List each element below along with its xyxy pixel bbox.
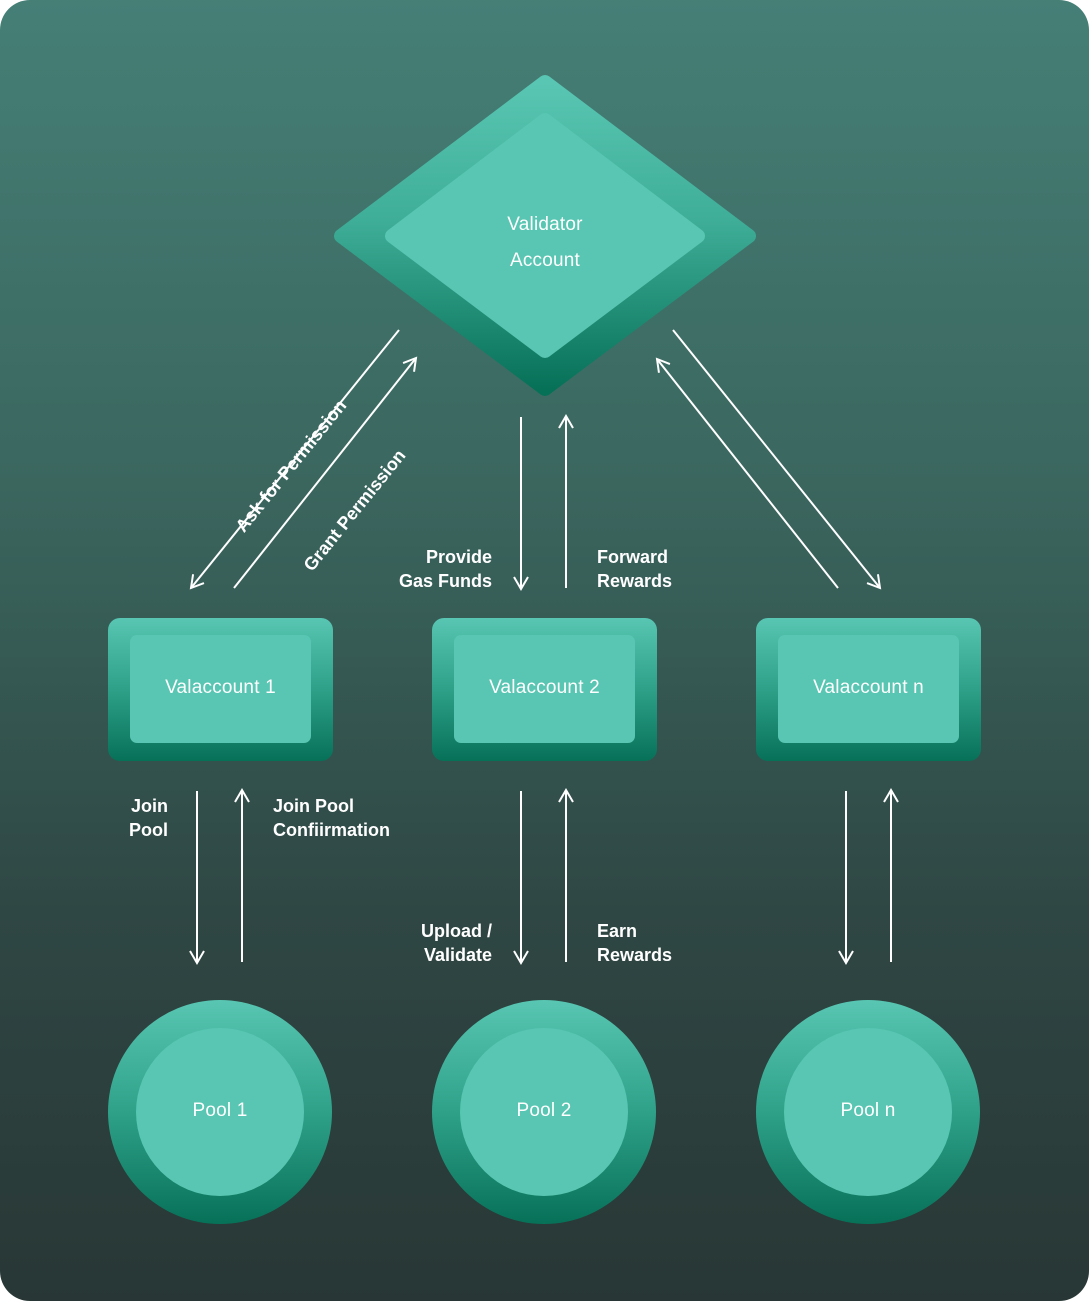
valaccount-n-label: Valaccount n: [813, 677, 924, 698]
provide-gas-label: Provide Gas Funds: [372, 545, 492, 593]
valaccount-2-label: Valaccount 2: [489, 677, 600, 698]
grant-permission-arrow: [233, 356, 418, 589]
pool-n-label: Pool n: [840, 1100, 896, 1121]
validator-account-label: Validator Account: [445, 207, 645, 279]
earn-rewards-line2: Rewards: [597, 945, 673, 965]
validator-label-line1: Validator: [507, 214, 583, 235]
valaccount-n-down-arrow: [672, 329, 882, 590]
join-pool-confirmation-label: Join Pool Confiirmation: [273, 794, 390, 842]
upload-validate-line2: Validate: [423, 945, 492, 965]
earn-rewards-label: Earn Rewards: [597, 919, 672, 967]
pool-2-circle: [432, 1000, 656, 1224]
join-pool-line2: Pool: [129, 820, 168, 840]
pool-1-circle: [108, 1000, 332, 1224]
validator-account-node: [334, 75, 756, 396]
join-pool-label: Join Pool: [88, 794, 168, 842]
join-pool-line1: Join: [130, 796, 168, 816]
join-pool-confirmation-line2: Confiirmation: [273, 820, 390, 840]
upload-validate-line1: Upload /: [421, 921, 492, 941]
valaccount-2-box: [432, 618, 657, 761]
valaccount-1-label: Valaccount 1: [165, 677, 276, 698]
valaccount-n-up-arrow: [655, 357, 839, 589]
forward-rewards-line2: Rewards: [597, 571, 673, 591]
provide-gas-line1: Provide: [425, 547, 492, 567]
pool-1-label: Pool 1: [192, 1100, 248, 1121]
valaccount-1-box: [108, 618, 333, 761]
forward-rewards-label: Forward Rewards: [597, 545, 672, 593]
validator-label-line2: Account: [509, 250, 581, 271]
forward-rewards-line1: Forward: [597, 547, 669, 567]
ask-permission-arrow: [189, 329, 400, 590]
pool-2-label: Pool 2: [516, 1100, 572, 1121]
valaccount-n-box: [756, 618, 981, 761]
provide-gas-line2: Gas Funds: [398, 571, 492, 591]
upload-validate-label: Upload / Validate: [372, 919, 492, 967]
join-pool-confirmation-line1: Join Pool: [273, 796, 354, 816]
pool-n-circle: [756, 1000, 980, 1224]
earn-rewards-line1: Earn: [597, 921, 638, 941]
